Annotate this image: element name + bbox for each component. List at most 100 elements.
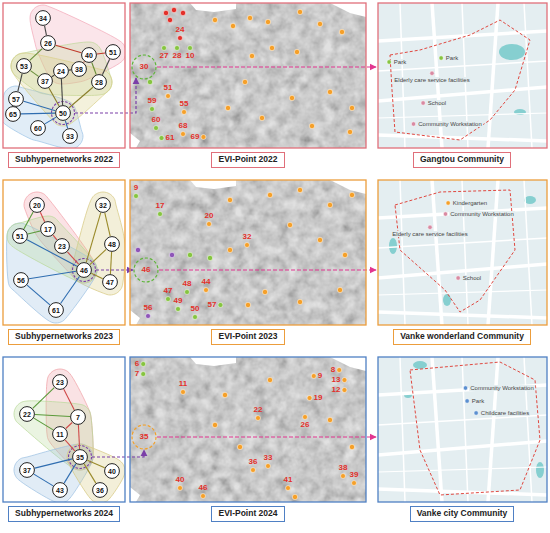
evi-point (150, 107, 155, 112)
evi-point (176, 307, 181, 312)
highlight-circle (134, 258, 158, 282)
evi-point (141, 362, 146, 367)
vertex-number: 57 (12, 96, 20, 103)
point-number: 46 (199, 484, 208, 492)
evi-point (269, 45, 274, 50)
community-background (378, 180, 547, 325)
link-arrow (159, 269, 376, 270)
point-number: 9 (318, 372, 322, 380)
circle-outline (56, 106, 71, 121)
evi-point (193, 315, 198, 320)
evi-point (204, 288, 209, 293)
community-map (378, 3, 547, 148)
evi-point (230, 23, 235, 28)
highlight-circle (132, 425, 156, 449)
facility-point (463, 386, 467, 390)
water-body (536, 462, 544, 478)
vertex-number: 32 (99, 202, 107, 209)
evi-point (178, 486, 183, 491)
evi-point (201, 494, 206, 499)
road (400, 3, 405, 148)
panel-frame (3, 357, 125, 502)
evi-point (337, 287, 342, 292)
point-number: 49 (174, 297, 183, 305)
evi-point (225, 105, 230, 110)
vertex-number: 51 (16, 233, 24, 240)
hyperedge-link (31, 71, 39, 77)
vertex-circle: 7 (70, 409, 86, 425)
vertex-number: 11 (56, 431, 63, 438)
panel-frame (130, 3, 366, 148)
evi-point (317, 237, 322, 242)
vertex-circle: 51 (105, 44, 121, 60)
point-number: 60 (152, 116, 161, 124)
facility-point (428, 225, 432, 229)
map-texture (130, 180, 366, 325)
hyperedge-link (84, 464, 96, 483)
road (524, 357, 532, 502)
facility-label: Park (471, 398, 485, 404)
hyperedge-group (3, 5, 125, 148)
facility-point (443, 212, 447, 216)
facility-label: Elderly care service facilities (393, 77, 470, 83)
map-background (130, 3, 366, 148)
link-arrow (157, 66, 376, 67)
evi-point (289, 95, 294, 100)
hyperedge-link (69, 69, 71, 70)
facility-label: Childcare facilities (480, 410, 530, 416)
point-number: 69 (191, 133, 200, 141)
point-number: 41 (284, 476, 293, 484)
map-blank (130, 310, 140, 325)
caption-text: Subhypernetworks 2024 (15, 509, 113, 519)
vertex-number: 17 (44, 226, 52, 233)
map-blank (130, 133, 140, 148)
panel-caption: Subhypernetworks 2024 (8, 506, 120, 522)
point-number: 35 (140, 433, 149, 441)
hyperedge-link (30, 49, 42, 61)
evi-point (256, 416, 261, 421)
circle-outline (54, 64, 69, 79)
point-number: 12 (332, 386, 341, 394)
hyperedge-link (52, 75, 54, 77)
caption-text: Gangtou Community (420, 155, 504, 165)
point-number: 38 (339, 464, 348, 472)
vertex-circle: 33 (62, 128, 78, 144)
map-texture (130, 3, 366, 148)
circle-outline (105, 464, 120, 479)
vertex-number: 35 (76, 454, 84, 461)
map-background (130, 180, 366, 325)
community-boundary (390, 20, 530, 140)
figure-row (3, 180, 547, 325)
point-number: 19 (314, 394, 323, 402)
water-body (443, 294, 451, 306)
facility-label: Community Workstation (449, 211, 515, 217)
vertex-number: 61 (52, 307, 60, 314)
vertex-circle: 11 (52, 426, 68, 442)
point-number: 36 (249, 458, 258, 466)
community-boundary (410, 362, 540, 495)
hyperedge-link (34, 418, 53, 430)
evi-point (349, 444, 354, 449)
evi-point (294, 49, 299, 54)
vertex-circle: 40 (104, 463, 120, 479)
water-body (499, 44, 525, 60)
circle-outline (105, 237, 120, 252)
evi-point (337, 368, 342, 373)
road (378, 489, 547, 495)
evi-point (175, 46, 180, 51)
evi-point (201, 135, 206, 140)
point-number: 48 (183, 280, 192, 288)
evi-point (287, 222, 292, 227)
evi-point (166, 94, 171, 99)
city-map (130, 3, 366, 148)
evi-point (245, 302, 250, 307)
circle-outline (6, 107, 21, 122)
point-number: 57 (208, 301, 217, 309)
circle-outline (30, 198, 45, 213)
vertex-number: 47 (106, 279, 114, 286)
circle-outline (17, 59, 32, 74)
point-number: 20 (205, 212, 214, 220)
vertex-number: 24 (57, 68, 65, 75)
circle-outline (73, 450, 88, 465)
panel-caption: Vanke city Community (410, 506, 515, 522)
